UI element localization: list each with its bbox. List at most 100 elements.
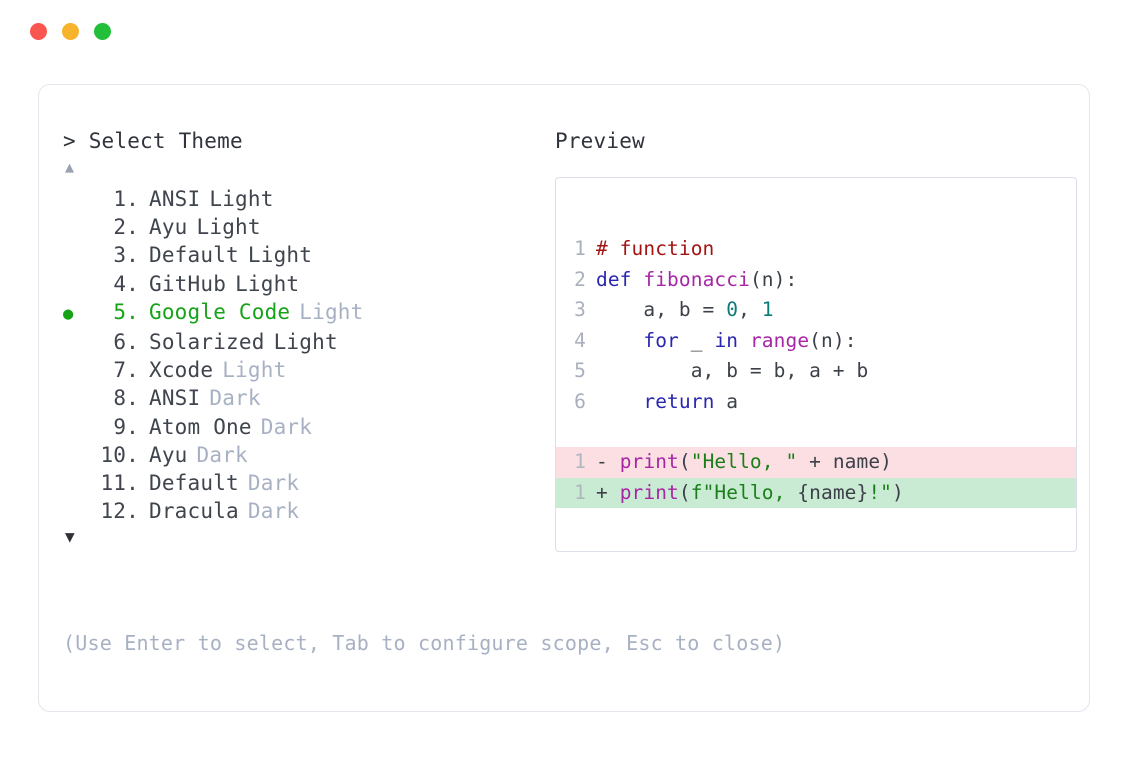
theme-list-item[interactable]: ● 5. Google Code Light — [63, 298, 533, 328]
maximize-button[interactable] — [94, 22, 111, 40]
line-number: 4 — [574, 328, 586, 352]
theme-item-number: 1. — [113, 187, 139, 211]
theme-item-name: Default — [149, 243, 239, 268]
code-token: def — [596, 267, 644, 291]
theme-item-number: 5. — [113, 299, 139, 324]
theme-item-variant: Dark — [196, 442, 248, 467]
code-token: a — [714, 389, 739, 413]
theme-item-number: 2. — [113, 215, 139, 240]
code-token — [596, 329, 643, 352]
theme-item-name: ANSI — [149, 187, 201, 211]
close-button[interactable] — [30, 22, 47, 40]
scroll-down-icon[interactable]: ▼ — [65, 527, 75, 547]
line-number: 3 — [574, 298, 586, 321]
code-token: print — [619, 480, 679, 504]
code-token: fibonacci — [643, 267, 750, 291]
theme-item-name: Ayu — [149, 215, 188, 240]
code-token: (n): — [809, 328, 857, 352]
code-token: range — [749, 328, 810, 352]
theme-list-item[interactable]: 1. ANSI Light — [63, 185, 533, 213]
code-token: _ — [678, 328, 715, 352]
theme-list-item[interactable]: 3. Default Light — [63, 241, 533, 269]
theme-item-variant: Dark — [247, 499, 300, 524]
code-token — [596, 390, 643, 413]
keyboard-hint: (Use Enter to select, Tab to configure s… — [63, 631, 786, 655]
code-line: 6 return a — [556, 387, 1076, 418]
code-token: a, b = — [596, 298, 727, 321]
theme-item-number: 7. — [113, 358, 139, 383]
selected-bullet-icon: ● — [63, 303, 74, 324]
code-line: 5 a, b = b, a + b — [556, 356, 1076, 387]
theme-item-number: 6. — [113, 330, 139, 355]
code-token: ) — [892, 480, 904, 504]
prompt-caret-icon: > — [63, 129, 76, 153]
theme-item-variant: Dark — [260, 414, 313, 439]
code-blank-line — [556, 417, 1076, 447]
code-token: ( — [678, 450, 691, 473]
theme-item-number: 12. — [100, 499, 139, 524]
theme-list-item[interactable]: 9. Atom One Dark — [63, 413, 533, 441]
theme-item-name: GitHub — [149, 271, 227, 296]
theme-item-variant: Dark — [247, 471, 300, 496]
theme-list-item[interactable]: 6. Solarized Light — [63, 328, 533, 356]
theme-item-variant: Light — [209, 187, 274, 211]
theme-item-name: Solarized — [149, 330, 265, 355]
code-token: - — [596, 450, 620, 473]
theme-item-variant: Light — [247, 243, 313, 268]
code-token: for — [643, 328, 679, 352]
code-token: in — [714, 328, 739, 352]
code-token: + — [596, 480, 620, 504]
theme-item-variant: Light — [273, 330, 338, 355]
code-line-removed: 1- print("Hello, " + name) — [556, 447, 1076, 478]
code-token: + name) — [797, 450, 893, 473]
theme-item-number: 11. — [100, 471, 139, 496]
code-token: 1 — [761, 298, 774, 321]
theme-item-name: Atom One — [149, 414, 252, 439]
preview-label: Preview — [555, 129, 645, 153]
line-number: 1 — [574, 450, 586, 473]
minimize-button[interactable] — [62, 22, 79, 40]
prompt-label: Select Theme — [88, 129, 243, 153]
code-token: "Hello, " — [690, 450, 798, 473]
code-token: a, b = b, a + b — [596, 359, 869, 382]
theme-item-number: 4. — [113, 271, 139, 296]
theme-item-number: 3. — [113, 243, 139, 268]
code-token: , — [738, 298, 762, 321]
code-token: 0 — [726, 298, 739, 321]
theme-list-item[interactable]: 11. Default Dark — [63, 469, 533, 497]
theme-item-variant: Light — [222, 358, 287, 383]
line-number: 6 — [574, 389, 586, 413]
code-token: !" — [868, 480, 893, 504]
theme-item-number: 8. — [113, 386, 139, 411]
code-line: 1 # function — [556, 234, 1076, 265]
code-token — [738, 329, 750, 352]
theme-item-number: 9. — [113, 414, 139, 439]
theme-item-name: Google Code — [149, 299, 291, 324]
code-token: (n): — [749, 267, 798, 291]
line-number: 2 — [574, 267, 586, 291]
code-token: # function — [596, 237, 715, 260]
theme-list-item[interactable]: 4. GitHub Light — [63, 270, 533, 298]
code-token: f"Hello, — [690, 480, 798, 504]
theme-item-name: ANSI — [149, 386, 201, 411]
theme-item-variant: Light — [299, 299, 364, 324]
code-line: 2 def fibonacci(n): — [556, 265, 1076, 296]
theme-item-variant: Light — [235, 271, 300, 296]
window-titlebar — [0, 0, 1129, 62]
line-number: 5 — [574, 359, 586, 382]
code-line: 4 for _ in range(n): — [556, 326, 1076, 357]
line-number: 1 — [574, 480, 586, 504]
scroll-up-icon[interactable]: ▲ — [65, 158, 75, 176]
page-title — [76, 129, 89, 153]
line-number: 1 — [574, 237, 586, 260]
theme-item-name: Default — [149, 471, 239, 496]
